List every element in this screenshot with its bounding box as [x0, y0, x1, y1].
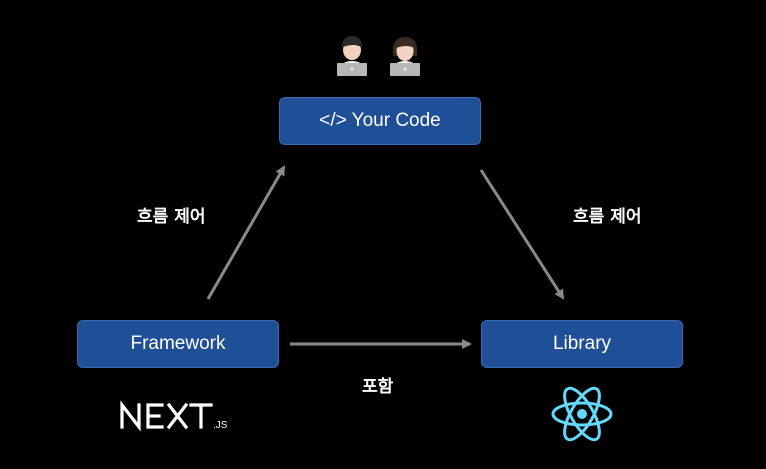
developer-woman-icon: [387, 34, 423, 76]
node-library-label: Library: [552, 333, 612, 354]
arrow-code-to-library: [479, 169, 565, 300]
node-framework-label: Framework: [130, 333, 226, 354]
edge-label-framework-to-code: 흐름 제어: [137, 207, 206, 227]
node-your-code: </> Your Code: [279, 97, 481, 145]
edge-label-framework-to-library: 포함: [362, 377, 394, 397]
svg-text:.JS: .JS: [213, 420, 228, 431]
react-logo: [550, 383, 614, 445]
edge-label-code-to-library: 흐름 제어: [573, 207, 642, 227]
node-framework: Framework: [77, 320, 279, 368]
arrow-framework-to-code: [206, 165, 286, 300]
nextjs-logo: .JS: [118, 400, 238, 432]
node-library: Library: [481, 320, 683, 368]
developer-man-icon: [334, 34, 370, 76]
node-your-code-label: </> Your Code: [319, 110, 441, 131]
